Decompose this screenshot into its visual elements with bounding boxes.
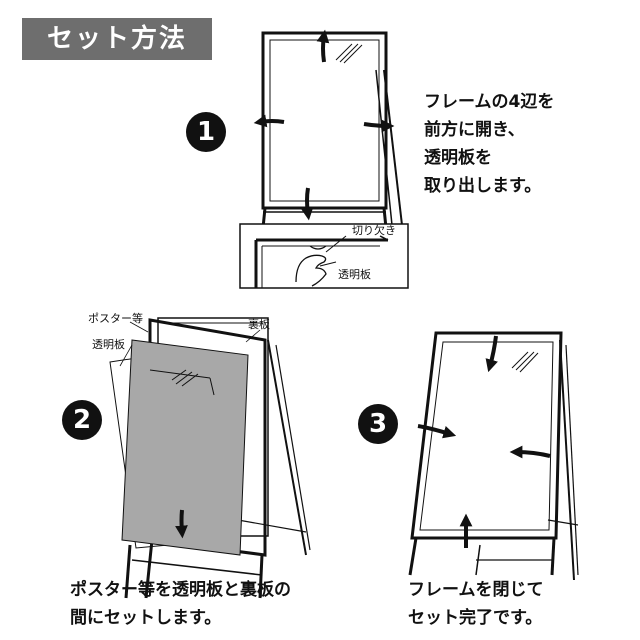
clear-plate-label: 透明板	[92, 338, 125, 351]
step2-description: ポスター等を透明板と裏板の 間にセットします。	[70, 576, 291, 632]
step3-arrows	[417, 335, 551, 548]
step1-arrows	[253, 29, 395, 221]
step2-leaders	[119, 321, 261, 367]
notch-label: 切り欠き	[352, 224, 396, 237]
back-plate-label: 裏板	[248, 318, 270, 331]
step1-number: 1	[186, 112, 226, 152]
step1-description: フレームの4辺を 前方に開き、 透明板を 取り出します。	[424, 88, 554, 200]
step2-line: ポスター等を透明板と裏板の	[70, 580, 291, 600]
step2-line: 間にセットします。	[70, 608, 222, 628]
step2-number: 2	[62, 400, 102, 440]
step3-board	[408, 331, 579, 581]
clear-plate-detail-label: 透明板	[338, 268, 371, 281]
step2-poster	[121, 339, 249, 556]
step1-line: 取り出します。	[424, 176, 542, 196]
step1-line: 前方に開き、	[424, 120, 525, 140]
step1-line: フレームの4辺を	[424, 92, 555, 112]
step3-line: セット完了です。	[408, 608, 543, 628]
step1-detail-box	[239, 223, 409, 289]
poster-label: ポスター等	[88, 312, 143, 325]
step3-description: フレームを閉じて セット完了です。	[408, 576, 544, 632]
step1-line: 透明板を	[424, 148, 492, 168]
section-title: セット方法	[22, 18, 212, 60]
step1-board	[261, 31, 403, 229]
step3-number: 3	[358, 404, 398, 444]
step3-line: フレームを閉じて	[408, 580, 544, 600]
